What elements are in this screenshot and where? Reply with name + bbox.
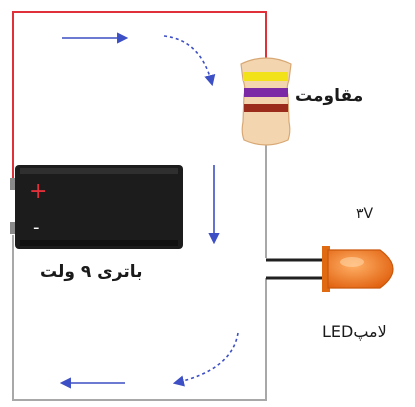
current-arrow-curve-bottom — [172, 332, 239, 387]
led-voltage-label: ۳V — [356, 206, 374, 222]
battery-label: باتری ۹ ولت — [40, 262, 143, 282]
battery-plus-sign: + — [29, 179, 47, 204]
resistor-body — [240, 57, 292, 146]
return-wire — [12, 235, 267, 401]
positive-wire — [12, 11, 267, 185]
led-label: لامپLED — [322, 322, 387, 341]
resistor-label: مقاومت — [295, 86, 364, 106]
battery-9v: + - — [10, 165, 183, 249]
current-arrow-curve-top — [163, 35, 216, 87]
resistor-band-1 — [243, 72, 288, 81]
resistor-band-2 — [244, 88, 288, 97]
led-lamp — [266, 246, 394, 292]
battery-minus-sign: - — [33, 217, 40, 238]
battery-body — [15, 165, 183, 249]
resistor — [240, 57, 292, 146]
led-body — [327, 249, 394, 289]
resistor-band-3 — [244, 104, 288, 112]
